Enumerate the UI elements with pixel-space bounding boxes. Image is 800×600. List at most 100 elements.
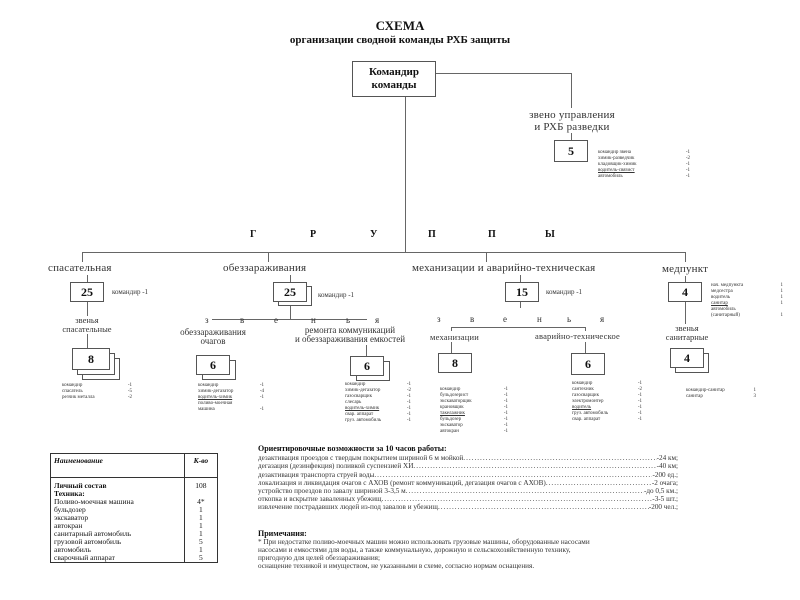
roster-role: электромонтер [572, 399, 604, 404]
roster-row: командир-1 [572, 381, 642, 387]
label-line: звенья [75, 315, 99, 325]
roster-row: командир-1 [198, 383, 264, 389]
table-cell-qty: 108 [195, 481, 207, 490]
roster-role: газосварщик [345, 394, 373, 399]
table-cell-name: сварочный аппарат [50, 554, 185, 563]
units-letter: ь [567, 314, 572, 324]
roster-role: свар. аппарат [345, 412, 374, 417]
connector [486, 252, 487, 262]
leader-dots: ........................................… [413, 462, 657, 471]
capability-text: дегазация (дезинфекция) поливкой суспенз… [258, 462, 414, 471]
connector [436, 73, 572, 74]
note-line: оснащение техникой и имуществом, не указ… [258, 562, 535, 570]
notes-section: Примечания: * При недостатке поливо-моеч… [258, 530, 698, 571]
table-row: Техника: [50, 490, 218, 498]
roster-row: химик-дегазатор -4 [198, 389, 264, 395]
roster-qty: -1 [259, 407, 264, 412]
roster-row: бульдозерист-1 [440, 393, 508, 399]
leader-dots: ........................................… [545, 478, 652, 487]
roster-role: санитар [686, 394, 703, 399]
label-line: обеззараживания [180, 327, 246, 337]
roster-qty: -1 [127, 383, 132, 388]
roster-role: бульдозерист [440, 393, 469, 398]
connector [520, 275, 521, 282]
table-cell-qty: 1 [199, 505, 203, 514]
connector [685, 302, 686, 324]
roster-qty: 1 [780, 301, 784, 306]
roster-qty: 1 [780, 289, 784, 294]
roster-row: командир -1 [62, 383, 132, 389]
roster-role: химик-дегазатор [345, 388, 381, 393]
rescue-units-label: звенья спасательные [50, 316, 124, 334]
capability-value: -2 очага; [651, 478, 678, 487]
roster-row: автокран -1 [440, 429, 508, 435]
table-row: сварочный аппарат 5 [50, 553, 218, 563]
capability-item: дезактивация проездов с твердым покрытие… [258, 454, 678, 462]
capabilities-section: Ориентировочные возможности за 10 часов … [258, 444, 678, 512]
capabilities-heading: Ориентировочные возможности за 10 часов … [258, 444, 447, 453]
units-letter: н [311, 315, 316, 325]
roster-row: командир звена-1 [598, 150, 690, 156]
roster-role: свар. аппарат [572, 417, 601, 422]
diagram-title: СХЕМА [375, 18, 425, 33]
table-cell-name: Поливо-моечная машина [50, 498, 185, 506]
units-letter: я [600, 314, 605, 324]
connector [571, 133, 572, 140]
roster-row: электромонтер-1 [572, 399, 642, 405]
roster-qty: -1 [503, 411, 508, 416]
commander-label-2: команды [371, 79, 417, 91]
connector [290, 275, 291, 282]
roster-role: химик-разведчик [598, 156, 635, 161]
table-cell-qty: 1 [199, 513, 203, 522]
label-line: очагов [200, 336, 226, 346]
roster-role: кладовщик-химик [598, 162, 637, 167]
roster-qty: -1 [406, 394, 411, 399]
connector [585, 342, 586, 353]
connector [82, 252, 83, 262]
medical-unit-count: 4 [670, 348, 704, 368]
groups-heading-letter: Ы [545, 229, 555, 240]
table-cell-qty: 5 [199, 553, 203, 562]
leader-dots: ........................................… [405, 487, 644, 496]
roster-role: автокран [440, 429, 459, 434]
roster-role: командир [62, 383, 83, 388]
note-line: пригодную для целей обеззараживания; [258, 554, 380, 562]
roster-qty: -4 [259, 389, 264, 394]
roster-row: резчик металла-2 [62, 395, 132, 401]
label-line: ремонта коммуникаций [304, 325, 396, 335]
roster-qty: -1 [503, 423, 508, 428]
table-row: Личный состав 108 [50, 477, 218, 490]
connector [87, 275, 88, 282]
label-line: и обеззараживания емкостей [294, 334, 406, 344]
table-cell-name: Личный состав [50, 477, 185, 490]
connector [451, 327, 452, 331]
roster-qty: -2 [406, 388, 411, 393]
roster-role: машина [198, 407, 215, 412]
capability-text: дезактивация проездов с твердым покрытие… [258, 454, 464, 463]
groups-bus [82, 252, 686, 253]
roster-role: химик-дегазатор [198, 389, 234, 394]
roster-qty: -1 [406, 400, 411, 405]
units-letter: в [240, 315, 245, 325]
roster-role: поливо-моечная [198, 401, 233, 406]
groups-heading-letter: П [488, 229, 496, 240]
recon-count-box: 5 [554, 140, 588, 162]
roster-qty: -1 [503, 429, 508, 434]
roster-role: командир [345, 382, 366, 387]
units-letter: е [274, 315, 278, 325]
roster-row: свар. аппарат-1 [345, 412, 411, 418]
commander-box: Командир команды [352, 61, 436, 97]
label-line: санитарные [665, 332, 709, 342]
roster-qty: -1 [637, 411, 642, 416]
capability-text: откопка и вскрытие заваленных убежищ [258, 495, 382, 504]
table-cell-name: грузовой автомобиль [50, 538, 185, 546]
group-medical-label: медпункт [662, 263, 709, 275]
